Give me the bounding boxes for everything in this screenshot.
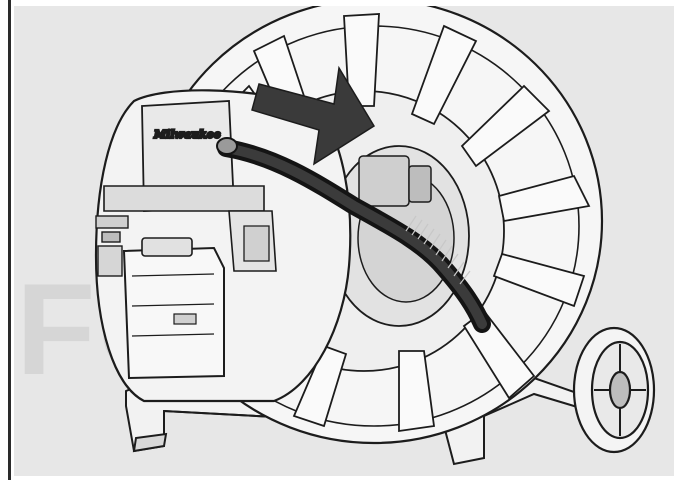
wheel	[572, 326, 656, 454]
page-margin-rule	[8, 0, 11, 480]
control-housing: Milwaukee	[94, 89, 352, 403]
reel-illustration: FORT	[14, 6, 674, 476]
illustration-figure: FORT	[14, 6, 674, 476]
cable-hose	[216, 137, 491, 333]
arrow-right-icon	[251, 65, 376, 166]
brand-logo-text: Milwaukee	[153, 128, 221, 141]
